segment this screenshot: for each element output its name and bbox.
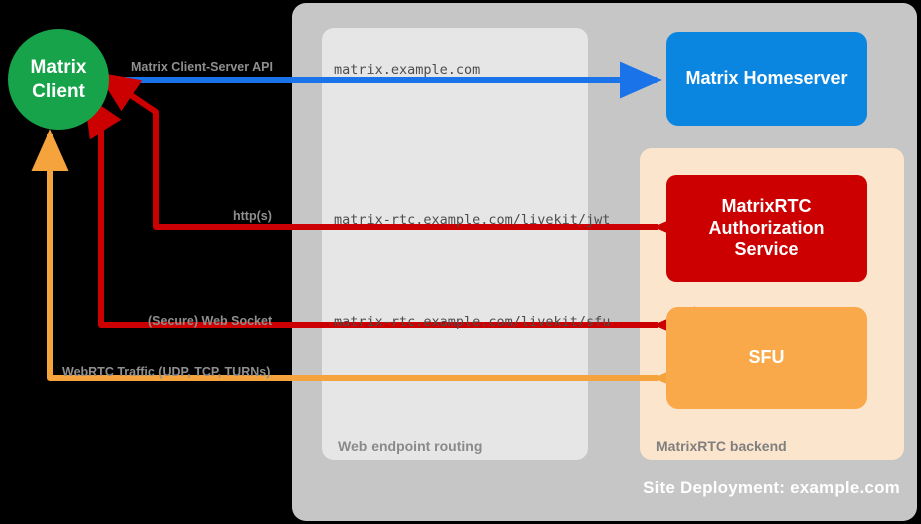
- node-matrixrtc-authorization-service[interactable]: MatrixRTC Authorization Service: [666, 175, 867, 282]
- node-matrix-client-line2: Client: [32, 80, 85, 102]
- endpoint-url-livekit-jwt: matrix-rtc.example.com/livekit/jwt: [334, 212, 611, 228]
- connector-label-webrtc: WebRTC Traffic (UDP, TCP, TURNs): [62, 365, 271, 379]
- node-sfu[interactable]: SFU: [666, 307, 867, 409]
- connector-label-matrix-client-server-api: Matrix Client-Server API: [131, 60, 273, 74]
- node-matrix-client[interactable]: Matrix Client: [8, 29, 109, 130]
- connector-https: [97, 72, 696, 246]
- node-sfu-label: SFU: [748, 347, 785, 368]
- node-auth-line3: Service: [734, 239, 799, 260]
- node-auth-line2: Authorization: [708, 217, 825, 238]
- connector-webrtc: [31, 129, 696, 397]
- web-endpoint-routing-label: Web endpoint routing: [338, 438, 483, 454]
- connector-label-websocket: (Secure) Web Socket: [148, 314, 273, 328]
- endpoint-url-livekit-sfu: matrix-rtc.example.com/livekit/sfu: [334, 314, 611, 330]
- connector-label-https: http(s): [233, 209, 272, 223]
- node-matrix-homeserver-label: Matrix Homeserver: [685, 68, 848, 89]
- endpoint-url-matrix: matrix.example.com: [334, 62, 481, 78]
- node-matrix-homeserver[interactable]: Matrix Homeserver: [666, 32, 867, 126]
- node-auth-line1: MatrixRTC: [721, 195, 812, 216]
- node-matrix-client-line1: Matrix: [30, 57, 87, 79]
- matrixrtc-backend-label: MatrixRTC backend: [656, 438, 787, 454]
- site-deployment-label: Site Deployment: example.com: [643, 478, 900, 497]
